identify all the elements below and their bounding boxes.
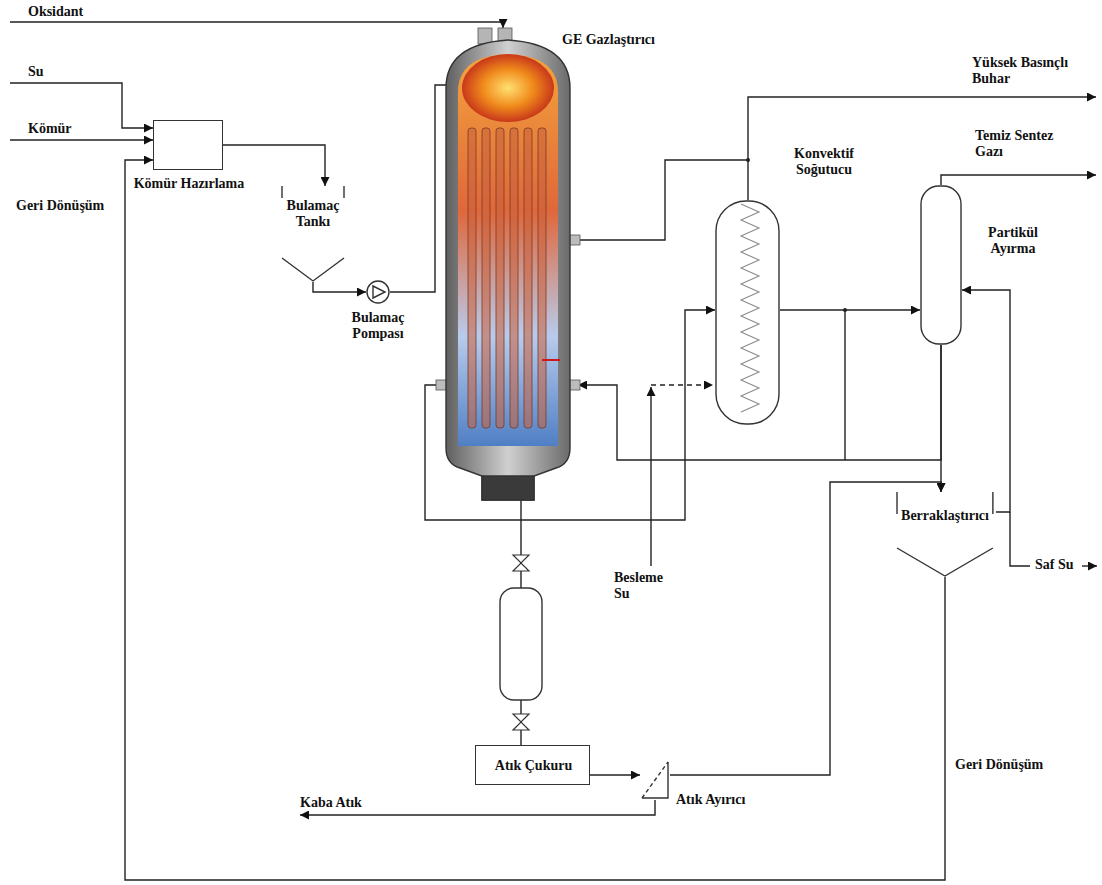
cooler-tube [524, 128, 532, 428]
flame [462, 54, 554, 122]
process-box: Atık Çukuru [475, 745, 590, 785]
cooler-tube [482, 128, 490, 428]
pure-water-line [1010, 512, 1030, 566]
node-label: Konvektif Soğutucu [783, 146, 865, 178]
cooler-shell [716, 201, 779, 424]
node-label: Partikül Ayırma [975, 225, 1051, 257]
heat-coil [741, 204, 759, 412]
node-label: Bulamaç Pompası [342, 310, 414, 342]
cooler-tube [538, 128, 546, 428]
pump-casing [367, 281, 389, 303]
cooler-tube [468, 128, 476, 428]
stream-label: Geri Dönüşüm [955, 757, 1043, 773]
stream-label: Kömür [28, 121, 72, 137]
tank-hopper [282, 258, 344, 281]
probe-mark [542, 359, 560, 361]
flow-connector [313, 282, 366, 292]
process-box: Kömür Hazırlama [153, 120, 223, 170]
tank-wall [282, 186, 344, 198]
node-label: Atık Ayırıcı [676, 792, 745, 808]
node-label: Kömür Hazırlama [134, 176, 245, 192]
screen-separator: Atık Ayırıcı [640, 760, 670, 800]
stream-label: Oksidant [28, 4, 83, 20]
valve-symbol [513, 714, 529, 722]
feedwater-line [651, 384, 713, 385]
oxidant-line [10, 22, 503, 28]
flow-connector [590, 774, 640, 775]
separator-vessel-outline [920, 185, 962, 345]
stream-label: Kaba Atık [300, 795, 362, 811]
stream-label: Temiz Sentez Gazı [975, 128, 1059, 160]
clarifier-tank: Berraklaştırıcı [894, 492, 996, 577]
hopper-vessel [500, 588, 542, 700]
separator-vessel: Partikül Ayırma [920, 185, 962, 345]
screen-separator-outline [640, 760, 670, 800]
syngas-line [941, 175, 1096, 185]
branch-line [844, 310, 845, 460]
junction-dot [746, 158, 750, 162]
valve-symbol [513, 722, 529, 730]
separator-screen [642, 762, 668, 798]
node-label: GE Gazlaştırıcı [562, 32, 655, 48]
stream-label: Su [28, 64, 44, 80]
cooler-tube [496, 128, 504, 428]
feedwater-line [650, 387, 651, 566]
separator-frame [642, 762, 668, 798]
pump-impeller [373, 286, 385, 298]
coal-line [10, 139, 153, 140]
clarifier-cone [897, 548, 993, 576]
node-label: Bulamaç Tankı [282, 198, 344, 230]
gasifier-vessel-outline [438, 28, 578, 500]
flow-connector [780, 309, 920, 310]
pump-symbol-outline [366, 280, 390, 304]
valve-symbol [513, 555, 529, 563]
flow-connector [962, 290, 1010, 512]
pure-water-line [1082, 565, 1097, 566]
gasifier-shell [446, 40, 570, 500]
clarifier-tank-outline [894, 492, 996, 577]
node-label: Berraklaştırıcı [901, 508, 989, 524]
cooler-tube [510, 128, 518, 428]
flow-connector [670, 482, 941, 775]
gasifier-vessel: GE Gazlaştırıcı [438, 28, 578, 500]
cooler-vessel-outline [715, 200, 780, 425]
vessel-shell [921, 186, 961, 344]
slag-outlet [482, 476, 534, 500]
pump-symbol: Bulamaç Pompası [366, 280, 390, 304]
slurry-tank: Bulamaç Tankı [280, 186, 346, 282]
gasifier-interior [458, 54, 558, 446]
valve-symbol [513, 563, 529, 571]
stream-label: Saf Su [1035, 557, 1074, 573]
stream-label: Besleme Su [614, 570, 676, 602]
node-label: Atık Çukuru [495, 758, 572, 774]
stream-label: Geri Dönüşüm [16, 198, 104, 214]
cooler-vessel: Konvektif Soğutucu [715, 200, 780, 425]
stream-label: Yüksek Basınçlı Buhar [972, 55, 1097, 87]
steam-line [748, 97, 1096, 200]
